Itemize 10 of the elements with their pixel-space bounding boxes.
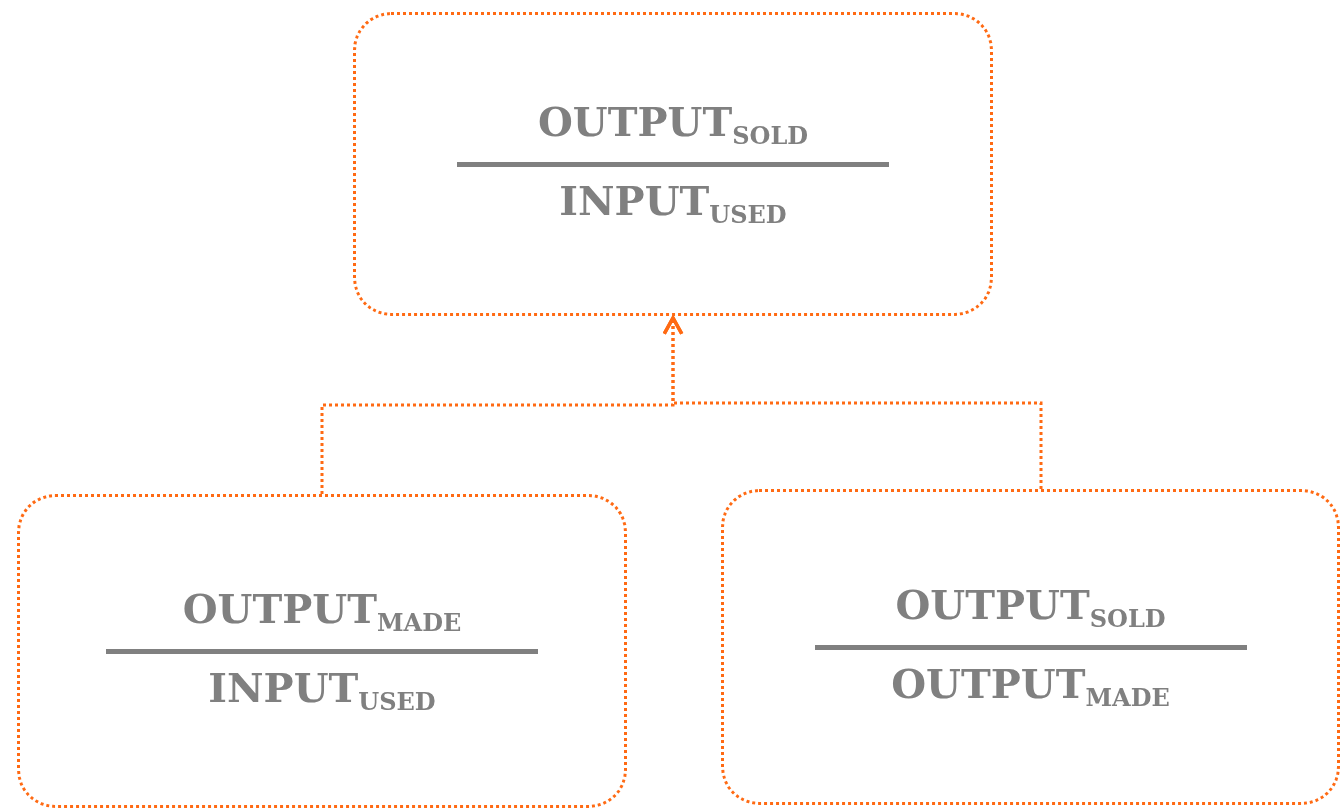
rounded-box [353,12,993,316]
ratio-denominator: OUTPUT$_{MADE}$ [891,661,1170,712]
ratio-denominator: INPUT$_{USED}$ [208,665,436,716]
ratio-numerator: OUTPUT$_{SOLD}$ [895,582,1166,633]
ratio-numerator: OUTPUT$_{MADE}$ [182,586,462,637]
rounded-box [721,489,1340,805]
ratio-numerator: OUTPUT$_{SOLD}$ [537,99,809,150]
rounded-box [17,494,627,808]
ratio-denominator: INPUT$_{USED}$ [559,178,787,229]
arrow [662,316,1043,489]
